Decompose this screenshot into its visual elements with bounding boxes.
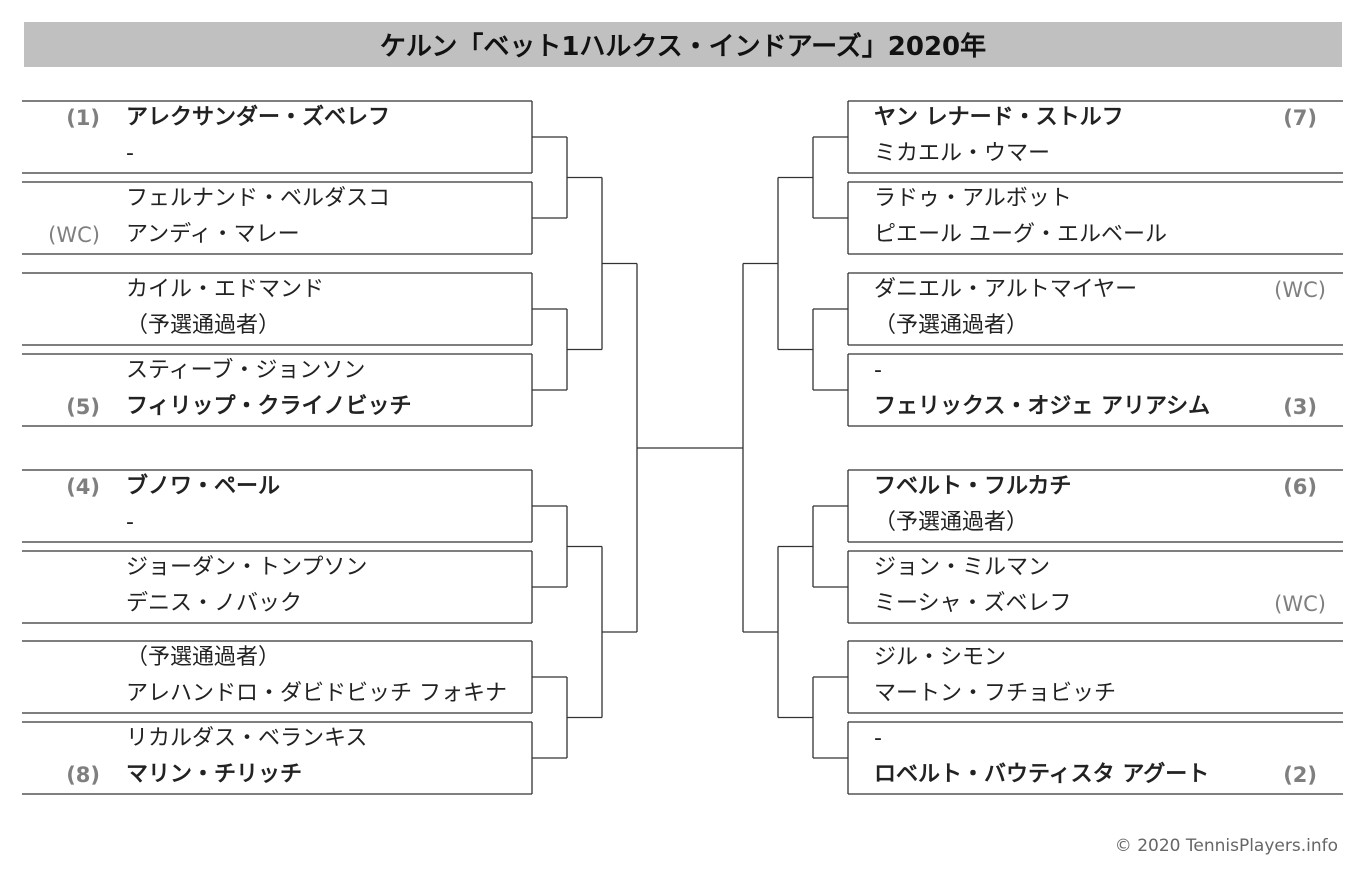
player-name: スティーブ・ジョンソン (126, 358, 366, 383)
player-name: - (874, 726, 882, 751)
player-name: ミーシャ・ズベレフ (874, 591, 1072, 616)
player-name: ピエール ユーグ・エルベール (874, 222, 1167, 247)
player-name: ダニエル・アルトマイヤー (874, 277, 1138, 302)
player-name: ジョーダン・トンプソン (126, 555, 368, 580)
player-name: ジョン・ミルマン (874, 555, 1051, 580)
player-name: デニス・ノバック (126, 591, 303, 616)
player-name: アレクサンダー・ズベレフ (126, 105, 391, 130)
seed-number: (7) (1283, 106, 1317, 130)
player-name: マートン・フチョビッチ (874, 681, 1117, 706)
player-name: アレハンドロ・ダビドビッチ フォキナ (126, 681, 507, 706)
player-name: マリン・チリッチ (126, 762, 303, 787)
player-name: - (126, 510, 134, 535)
player-name: （予選通過者） (126, 645, 281, 670)
player-name: ミカエル・ウマー (874, 141, 1051, 166)
player-name: フェリックス・オジェ アリアシム (874, 394, 1211, 419)
player-name: リカルダス・ベランキス (126, 726, 368, 751)
seed-number: (4) (66, 475, 100, 499)
seed-number: (6) (1283, 475, 1317, 499)
seed-number: (3) (1283, 395, 1317, 419)
player-name: ジル・シモン (874, 645, 1007, 670)
player-name: ヤン レナード・ストルフ (874, 105, 1124, 130)
seed-number: (1) (66, 106, 100, 130)
player-name: フェルナンド・ベルダスコ (126, 186, 391, 211)
player-name: ラドゥ・アルボット (874, 186, 1072, 211)
seed-number: (2) (1283, 763, 1317, 787)
player-name: （予選通過者） (874, 510, 1029, 535)
player-name: ロベルト・バウティスタ アグート (874, 762, 1210, 787)
wildcard-badge: (WC) (1274, 592, 1326, 616)
player-name: フベルト・フルカチ (874, 474, 1072, 499)
player-name: - (126, 141, 134, 166)
player-name: （予選通過者） (874, 313, 1029, 338)
wildcard-badge: (WC) (48, 223, 100, 247)
copyright-note: © 2020 TennisPlayers.info (1114, 836, 1338, 856)
player-name: カイル・エドマンド (126, 277, 325, 302)
wildcard-badge: (WC) (1274, 278, 1326, 302)
player-name: （予選通過者） (126, 313, 281, 338)
player-name: - (874, 358, 882, 383)
seed-number: (5) (66, 395, 100, 419)
page-title: ケルン「ベット1ハルクス・インドアーズ」2020年 (24, 22, 1342, 67)
seed-number: (8) (66, 763, 100, 787)
player-name: フィリップ・クライノビッチ (126, 394, 412, 419)
player-name: アンディ・マレー (126, 222, 300, 247)
player-name: ブノワ・ペール (126, 474, 281, 499)
